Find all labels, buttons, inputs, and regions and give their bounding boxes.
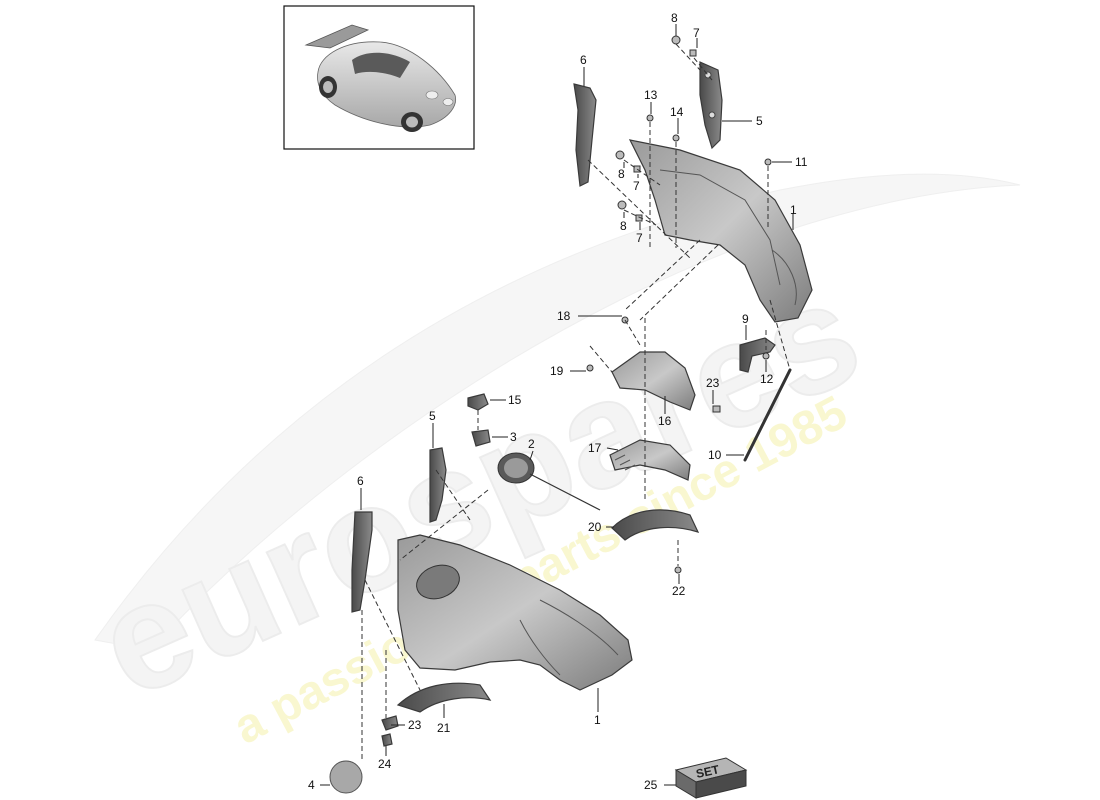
part-24-clip — [381, 733, 393, 747]
callout-24: 24 — [378, 757, 392, 771]
callout-6: 6 — [357, 474, 364, 488]
callout-4: 4 — [308, 778, 315, 792]
part-16-panel — [611, 351, 696, 411]
part-15-clip — [467, 393, 489, 411]
callout-1: 1 — [594, 713, 601, 727]
callout-6: 6 — [580, 53, 587, 67]
callout-11: 11 — [795, 155, 808, 169]
part-6-upper-bracket — [573, 83, 597, 187]
callout-7: 7 — [636, 231, 643, 245]
callout-25: 25 — [644, 778, 658, 792]
part-5-lower-bracket — [429, 447, 447, 523]
set-badge-label: SET — [695, 762, 721, 781]
callout-2: 2 — [528, 437, 535, 451]
part-6-lower-bracket — [351, 511, 373, 613]
callout-18: 18 — [557, 309, 571, 323]
part-21-liner — [396, 682, 492, 713]
callout-5: 5 — [429, 409, 436, 423]
callout-20: 20 — [588, 520, 602, 534]
part-3-clip — [471, 429, 491, 447]
callout-8: 8 — [671, 11, 678, 25]
callout-17: 17 — [588, 441, 602, 455]
callout-7: 7 — [633, 179, 640, 193]
callout-23: 23 — [706, 376, 720, 390]
part-2-fuel-cap — [497, 452, 601, 511]
watermark-swoosh — [94, 173, 1021, 651]
callout-12: 12 — [760, 372, 774, 386]
callout-3: 3 — [510, 430, 517, 444]
callout-19: 19 — [550, 364, 564, 378]
callout-13: 13 — [644, 88, 658, 102]
set-badge: SET — [674, 757, 748, 799]
callout-15: 15 — [508, 393, 522, 407]
callout-10: 10 — [708, 448, 722, 462]
part-20-liner — [611, 509, 700, 541]
fasteners — [586, 35, 772, 574]
callout-22: 22 — [672, 584, 686, 598]
callout-9: 9 — [742, 312, 749, 326]
callout-labels: 8 7 6 13 14 5 8 7 11 8 7 1 18 9 19 12 23… — [308, 11, 808, 792]
part-4-cap — [329, 760, 363, 794]
callout-14: 14 — [670, 105, 684, 119]
car-icon — [304, 24, 457, 132]
callout-16: 16 — [658, 414, 672, 428]
callout-7: 7 — [693, 26, 700, 40]
leader-lines — [320, 24, 794, 786]
callout-8: 8 — [620, 219, 627, 233]
part-23-clip-lower — [381, 715, 399, 731]
assembly-lines — [361, 43, 791, 760]
callout-1: 1 — [790, 203, 797, 217]
callout-21: 21 — [437, 721, 451, 735]
callout-8: 8 — [618, 167, 625, 181]
callout-23: 23 — [408, 718, 422, 732]
part-10-rod — [743, 368, 792, 462]
callout-5: 5 — [756, 114, 763, 128]
lower-assembly — [329, 511, 633, 794]
part-5-upper-bracket — [699, 61, 723, 150]
car-thumbnail — [283, 5, 475, 150]
part-17-grille — [609, 439, 691, 481]
